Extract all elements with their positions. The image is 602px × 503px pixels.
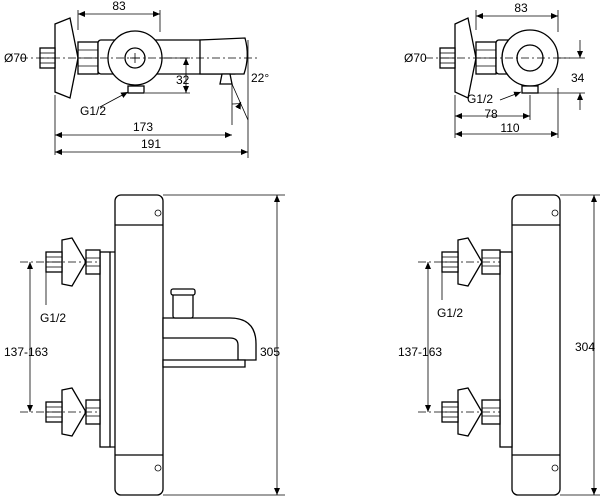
thread-leader-front-shower: G1/2 <box>437 272 463 320</box>
thread-leader-front: G1/2 <box>40 272 66 325</box>
dim-83-shower-label: 83 <box>514 1 528 15</box>
mixer-body-front <box>99 194 257 496</box>
dim-83-shower: 83 <box>475 1 559 32</box>
wall-flange-shower <box>439 17 497 99</box>
dim-34: 34 <box>538 40 585 110</box>
dim-304: 304 <box>560 194 600 496</box>
thread-leader-top: G1/2 <box>80 91 129 118</box>
dim-83-label: 83 <box>112 0 126 13</box>
thread-label-front-shower: G1/2 <box>437 306 463 320</box>
dim-34-label: 34 <box>571 71 585 85</box>
dim-173: 173 <box>54 95 232 155</box>
dim-diameter-shower-label: Ø70 <box>404 51 427 65</box>
shower-mixer-front-view: G1/2 137-163 304 <box>398 194 600 496</box>
dim-centres-shower-label: 137-163 <box>398 345 442 359</box>
mixer-body-top-shower <box>495 29 559 94</box>
dim-78-label: 78 <box>484 107 498 121</box>
dim-83: 83 <box>77 0 161 32</box>
dim-diameter-label: Ø70 <box>4 51 27 65</box>
dim-305-label: 305 <box>260 345 280 359</box>
dim-304-label: 304 <box>575 340 595 354</box>
dim-centres-label: 137-163 <box>4 345 48 359</box>
dim-centres: 137-163 <box>4 262 48 412</box>
thread-label-front: G1/2 <box>40 311 66 325</box>
bath-mixer-front-view: G1/2 137-163 305 <box>4 194 285 496</box>
thread-label-top: G1/2 <box>80 104 106 118</box>
thread-label-shower: G1/2 <box>467 92 493 106</box>
wall-flange <box>39 17 99 99</box>
dim-110: 110 <box>455 88 559 138</box>
bath-mixer-top-view: 83 Ø70 32 G1/2 22° 173 <box>4 0 269 158</box>
dim-32-label: 32 <box>176 73 190 87</box>
dim-173-label: 173 <box>133 120 153 134</box>
mixer-body-front-shower <box>499 194 561 496</box>
thread-leader-shower: G1/2 <box>467 91 522 106</box>
dim-191: 191 <box>55 40 249 158</box>
dim-angle-label: 22° <box>251 71 269 85</box>
dim-305: 305 <box>163 194 285 496</box>
dim-110-label: 110 <box>500 121 519 135</box>
dim-centres-shower: 137-163 <box>398 262 442 412</box>
shower-mixer-top-view: 83 Ø70 34 G1/2 78 110 <box>404 1 585 138</box>
inlet-lower-shower <box>441 387 501 437</box>
dim-diameter: Ø70 <box>4 51 27 65</box>
dim-diameter-shower: Ø70 <box>404 51 427 65</box>
dim-191-label: 191 <box>141 137 161 151</box>
dim-angle: 22° <box>231 71 269 125</box>
dim-78: 78 <box>454 95 531 138</box>
mixer-body-top <box>97 30 248 94</box>
dim-32: 32 <box>145 57 190 94</box>
